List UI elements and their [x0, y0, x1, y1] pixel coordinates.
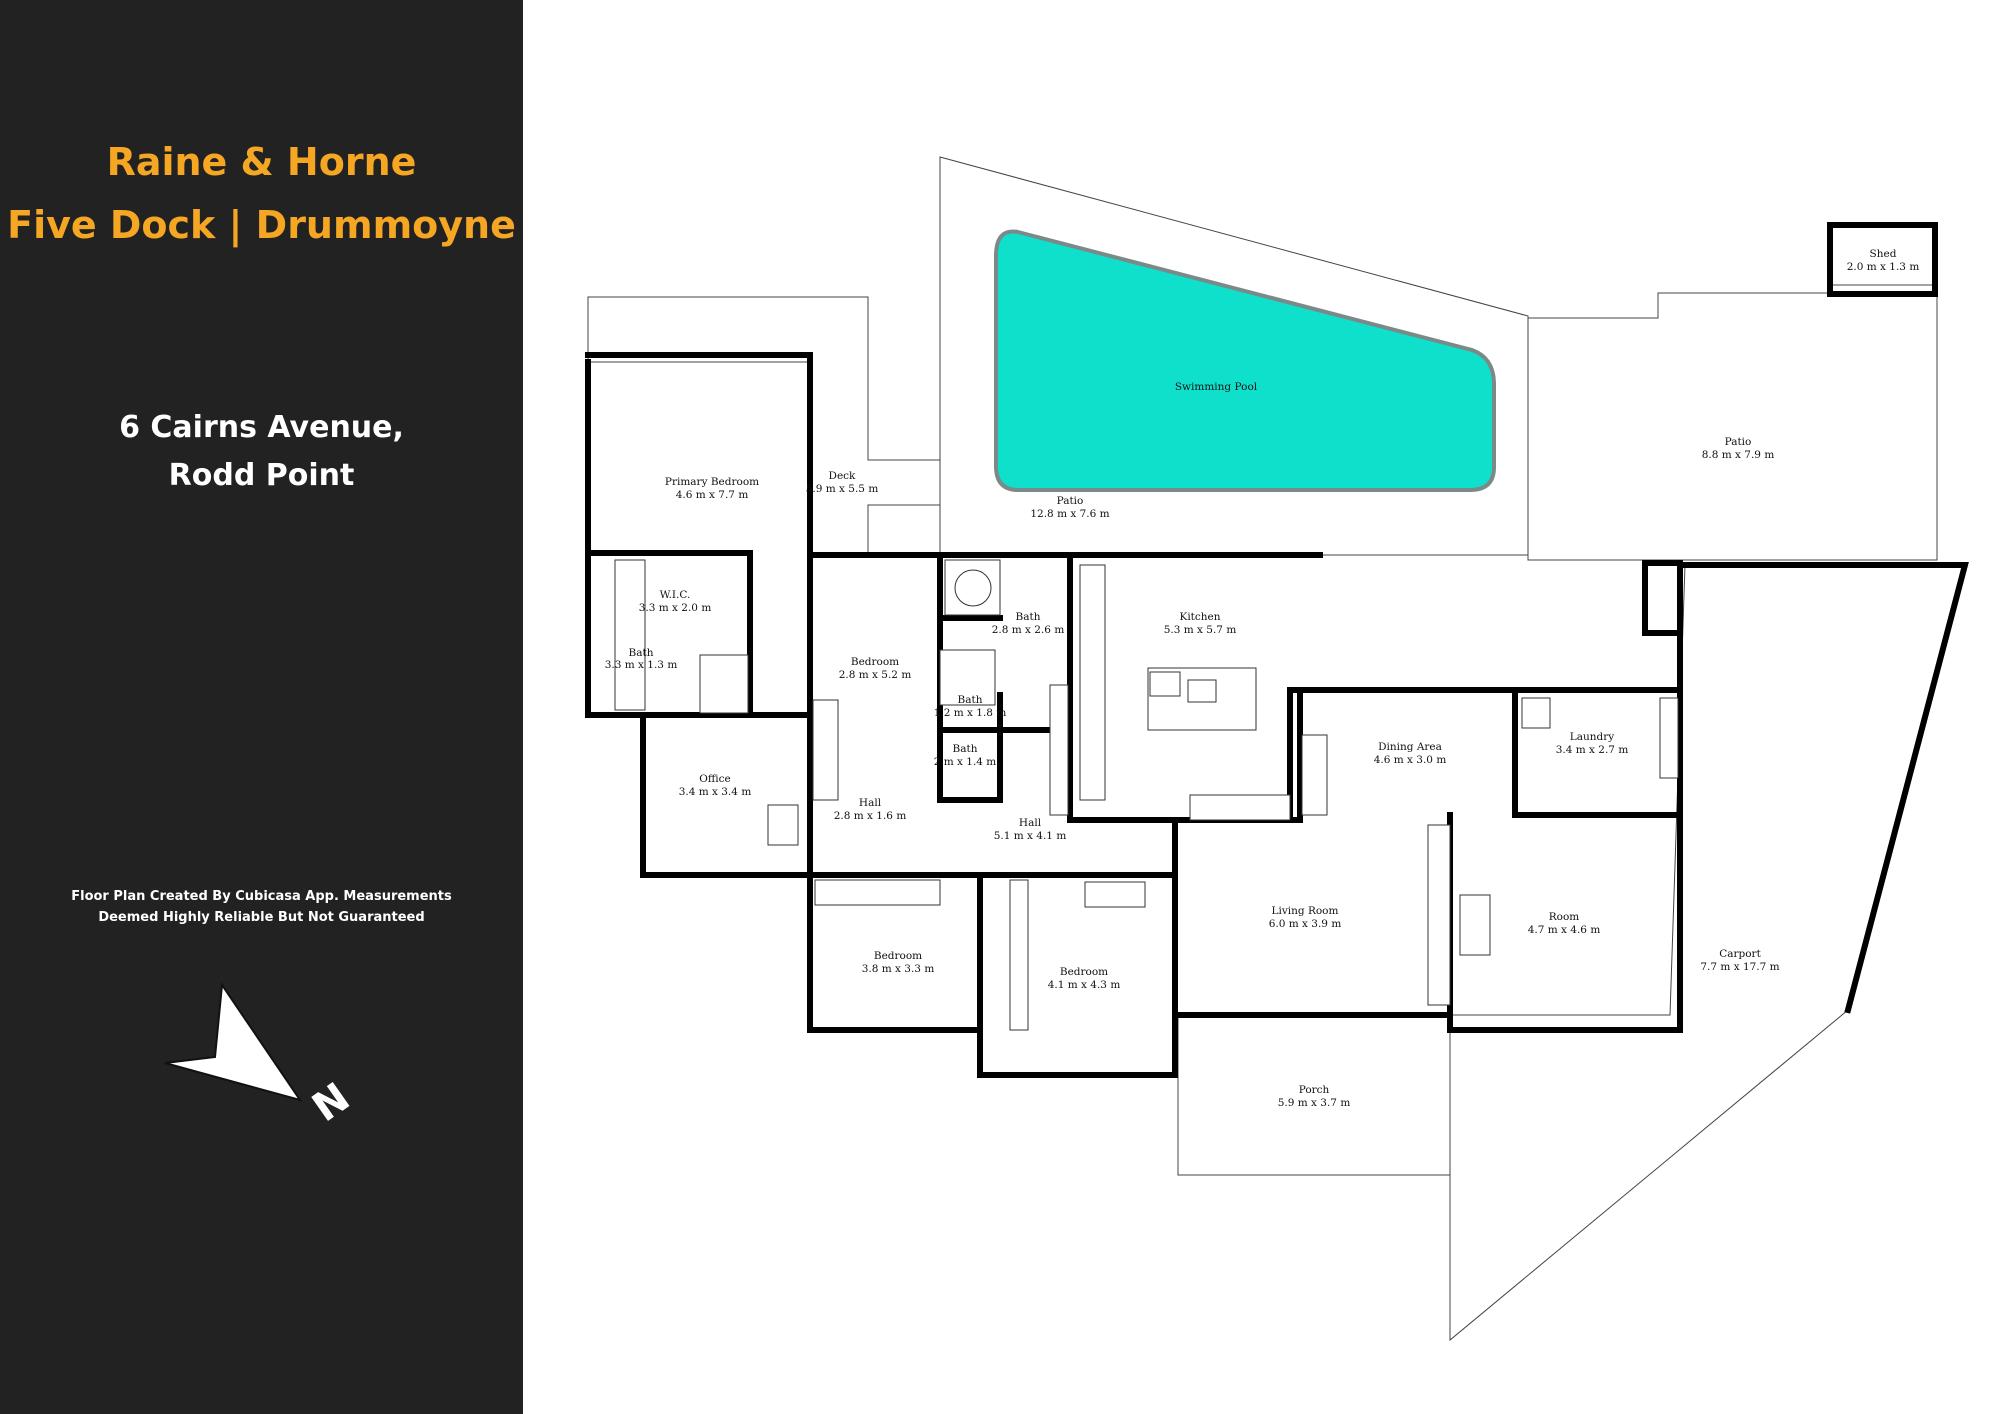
porch-name: Porch	[1299, 1084, 1330, 1096]
walls	[585, 222, 1969, 1078]
primary-bedroom-size: 4.6 m x 7.7 m	[676, 489, 749, 501]
address-street: 6 Cairns Avenue,	[119, 410, 404, 445]
bath-main-size: 2.8 m x 2.6 m	[992, 624, 1065, 636]
patio-right-size: 8.8 m x 7.9 m	[1702, 449, 1775, 461]
bath-ensuite-name: Bath	[629, 647, 654, 659]
kitchen-name: Kitchen	[1179, 611, 1220, 623]
bedroom-4-name: Bedroom	[1060, 966, 1108, 978]
shed-name: Shed	[1870, 248, 1897, 260]
laundry-size: 3.4 m x 2.7 m	[1556, 744, 1629, 756]
bath-main-name: Bath	[1016, 611, 1041, 623]
patio-right-name: Patio	[1725, 436, 1752, 448]
swimming-pool	[994, 229, 1496, 492]
bedroom-3-name: Bedroom	[874, 950, 922, 962]
patio-pool-size: 12.8 m x 7.6 m	[1030, 508, 1109, 520]
bedroom-2-name: Bedroom	[851, 656, 899, 668]
bath-small-1-name: Bath	[958, 694, 983, 706]
living-size: 6.0 m x 3.9 m	[1269, 918, 1342, 930]
compass-north-arrow-icon: N	[164, 982, 358, 1131]
carport-size: 7.7 m x 17.7 m	[1700, 961, 1779, 973]
kitchen-size: 5.3 m x 5.7 m	[1164, 624, 1237, 636]
carport-name: Carport	[1719, 948, 1761, 960]
wic-size: 3.3 m x 2.0 m	[639, 602, 712, 614]
primary-bedroom-name: Primary Bedroom	[665, 476, 759, 488]
hall-2-name: Hall	[1019, 817, 1042, 829]
bedroom-4-size: 4.1 m x 4.3 m	[1048, 979, 1121, 991]
sidebar: Raine & Horne Five Dock | Drummoyne 6 Ca…	[0, 0, 523, 1414]
bedroom-3-size: 3.8 m x 3.3 m	[862, 963, 935, 975]
hall-1-size: 2.8 m x 1.6 m	[834, 810, 907, 822]
address-suburb: Rodd Point	[168, 458, 355, 493]
hall-1-name: Hall	[859, 797, 882, 809]
room-labels: Swimming Pool Shed 2.0 m x 1.3 m Patio 8…	[605, 248, 1920, 1109]
bath-small-2-size: 2 m x 1.4 m	[934, 756, 997, 768]
brand-office: Five Dock | Drummoyne	[7, 203, 516, 247]
patio-right-outline	[1527, 284, 1938, 561]
room-name: Room	[1549, 911, 1580, 923]
room-size: 4.7 m x 4.6 m	[1528, 924, 1601, 936]
carport-outline	[1449, 564, 1966, 1342]
fixtures	[614, 559, 1679, 1031]
porch-size: 5.9 m x 3.7 m	[1278, 1097, 1351, 1109]
bath-small-2-name: Bath	[953, 743, 978, 755]
deck-name: Deck	[829, 470, 857, 482]
wic-name: W.I.C.	[660, 589, 691, 601]
compass-letter: N	[304, 1074, 358, 1131]
pool-label: Swimming Pool	[1175, 381, 1258, 393]
dining-name: Dining Area	[1378, 741, 1442, 753]
bath-ensuite-size: 3.3 m x 1.3 m	[605, 659, 678, 671]
dining-size: 4.6 m x 3.0 m	[1374, 754, 1447, 766]
patio-pool-name: Patio	[1057, 495, 1084, 507]
brand-name: Raine & Horne	[106, 140, 417, 184]
office-name: Office	[699, 773, 731, 785]
disclaimer-line2: Deemed Highly Reliable But Not Guarantee…	[98, 910, 425, 925]
deck-outline	[587, 296, 941, 556]
office-size: 3.4 m x 3.4 m	[679, 786, 752, 798]
disclaimer-line1: Floor Plan Created By Cubicasa App. Meas…	[71, 889, 452, 904]
shed-size: 2.0 m x 1.3 m	[1847, 261, 1920, 273]
deck-size: 5.9 m x 5.5 m	[806, 483, 879, 495]
living-name: Living Room	[1272, 905, 1339, 917]
shed-walls	[1827, 222, 1938, 297]
hall-2-size: 5.1 m x 4.1 m	[994, 830, 1067, 842]
bath-small-1-size: 1.2 m x 1.8 m	[934, 707, 1007, 719]
bedroom-2-size: 2.8 m x 5.2 m	[839, 669, 912, 681]
laundry-name: Laundry	[1570, 731, 1614, 743]
floor-plan: Swimming Pool Shed 2.0 m x 1.3 m Patio 8…	[585, 156, 1969, 1342]
